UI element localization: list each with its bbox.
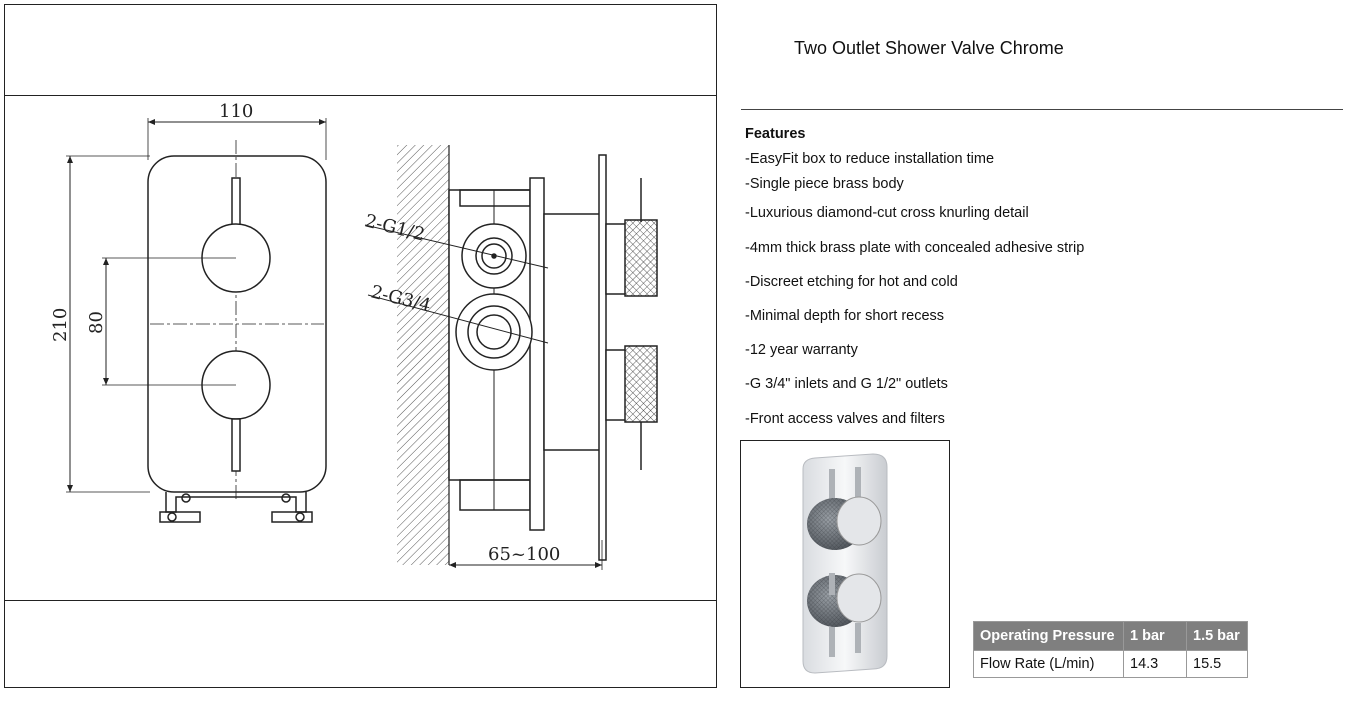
side-plate	[598, 154, 607, 561]
wall-hatch	[397, 145, 449, 565]
product-title: Two Outlet Shower Valve Chrome	[794, 38, 1064, 58]
side-view	[364, 145, 658, 570]
frame-divider-top	[5, 95, 716, 96]
technical-drawing-frame	[4, 4, 717, 688]
feature-item: -Single piece brass body	[745, 176, 904, 192]
spec-cell: 14.3	[1123, 650, 1187, 678]
spec-header-row: Operating Pressure 1 bar 1.5 bar	[973, 621, 1248, 651]
spec-data-row: Flow Rate (L/min) 14.3 15.5	[973, 650, 1248, 678]
dim-width-label: 110	[219, 101, 253, 122]
dim-depth-label: 65~100	[488, 544, 560, 565]
feature-item: -12 year warranty	[745, 342, 858, 358]
spec-header-cell: 1 bar	[1123, 621, 1187, 651]
product-photo	[740, 440, 950, 688]
spec-cell: 15.5	[1186, 650, 1248, 678]
frame-divider-bottom	[5, 600, 716, 601]
spec-header-cell: Operating Pressure	[973, 621, 1124, 651]
dim-height-label: 210	[50, 308, 71, 342]
feature-item: -Front access valves and filters	[745, 411, 945, 427]
feature-item: -Discreet etching for hot and cold	[745, 274, 958, 290]
feature-item: -4mm thick brass plate with concealed ad…	[745, 240, 1085, 256]
spec-table: Operating Pressure 1 bar 1.5 bar Flow Ra…	[973, 621, 1248, 678]
feature-item: -Luxurious diamond-cut cross knurling de…	[745, 205, 1029, 221]
product-photo-illustration	[802, 453, 888, 674]
faceplate-outline	[147, 155, 327, 493]
features-section: Features	[745, 126, 805, 142]
technical-drawing: 110 210 80 2-G1/2 2-G3	[50, 101, 658, 570]
feature-item: -G 3/4" inlets and G 1/2" outlets	[745, 376, 948, 392]
feature-item: -EasyFit box to reduce installation time	[745, 151, 995, 167]
feature-item: -Minimal depth for short recess	[745, 308, 945, 324]
title-divider	[741, 109, 1343, 110]
spec-cell: Flow Rate (L/min)	[973, 650, 1124, 678]
front-view	[66, 118, 327, 523]
spec-header-cell: 1.5 bar	[1186, 621, 1248, 651]
features-heading: Features	[745, 126, 806, 142]
dim-centres-label: 80	[86, 311, 107, 334]
